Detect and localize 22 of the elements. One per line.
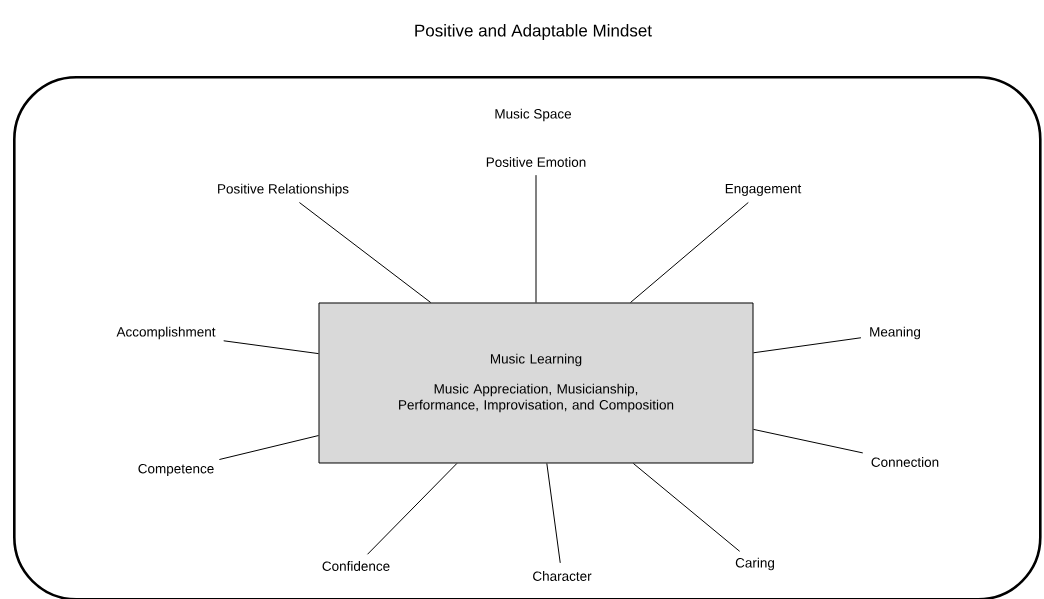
node-label: Caring	[735, 557, 774, 571]
connector-line	[630, 202, 749, 303]
connector-line	[632, 463, 741, 552]
node-label: Meaning	[870, 326, 920, 340]
connector-line	[753, 428, 864, 454]
node-label: Connection	[871, 457, 939, 467]
connector-line	[298, 202, 432, 303]
node-label: Positive Emotion	[486, 157, 586, 167]
connector-line	[367, 463, 458, 555]
connector-line	[535, 174, 537, 303]
node-label: Engagement	[725, 183, 802, 197]
node-label: Accomplishment	[116, 326, 216, 340]
connector-line	[546, 463, 561, 564]
diagram-title: Positive and Adaptable Mindset	[415, 24, 652, 40]
connector-line	[218, 435, 319, 460]
node-label: Positive Relationships	[218, 183, 349, 197]
process-box: Music Learning Music Appreciation, Musicianship, Performance, Improvisation, and Composition	[318, 302, 754, 464]
node-label: Competence	[138, 463, 214, 477]
connector-line	[223, 340, 319, 355]
connector-line	[753, 337, 862, 354]
node-label: Character	[533, 571, 592, 581]
node-label: Confidence	[322, 561, 390, 571]
